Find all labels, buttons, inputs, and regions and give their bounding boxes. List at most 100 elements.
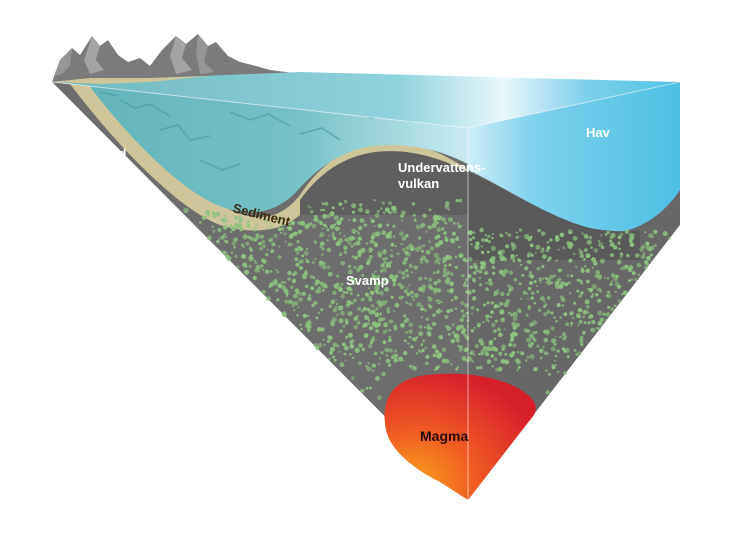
sponge-dot [400,242,403,246]
sponge-dot [602,312,606,316]
sponge-dot [536,290,540,294]
sponge-dot [549,238,553,242]
sponge-dot [394,349,398,353]
sponge-dot [351,255,355,259]
sponge-dot [462,257,467,262]
sponge-dot [446,309,451,314]
sponge-dot [490,310,494,315]
sponge-dot [425,317,429,321]
sponge-dot [566,274,570,277]
sponge-dot [622,265,628,270]
sponge-dot [305,259,310,263]
sponge-dot [313,257,317,261]
sponge-dot [576,313,579,316]
sponge-dot [479,227,484,233]
sponge-dot [433,287,438,292]
sponge-dot [402,276,406,280]
sponge-dot [431,223,437,229]
sponge-dot [287,242,292,247]
sponge-dot [407,342,410,345]
sponge-dot [425,361,429,366]
sponge-dot [408,263,413,268]
sponge-dot [579,335,584,340]
sponge-dot [427,303,431,307]
sponge-dot [405,301,409,305]
sponge-dot [254,261,258,265]
sponge-dot [545,390,550,395]
sponge-dot [577,324,580,326]
sponge-dot [591,257,596,263]
sponge-dot [668,236,672,240]
sponge-dot [437,299,440,302]
sponge-dot [225,236,228,239]
sponge-dot [329,351,333,355]
sponge-dot [378,253,383,258]
sponge-dot [327,357,331,361]
sponge-dot [342,324,346,328]
sponge-dot [511,351,516,355]
sponge-dot [558,277,562,281]
sponge-dot [288,299,293,305]
sponge-dot [634,278,637,282]
sponge-dot [304,269,308,273]
sponge-dot [352,281,357,286]
sponge-dot [352,356,355,359]
sponge-dot [357,232,360,235]
sponge-dot [490,348,493,352]
sponge-dot [401,323,404,326]
sponge-dot [369,217,372,220]
sponge-dot [578,248,581,251]
sponge-dot [472,236,475,240]
sponge-dot [583,258,586,261]
sponge-dot [575,265,578,269]
sponge-dot [306,328,311,333]
sponge-dot [569,324,572,327]
sponge-dot [471,289,476,293]
sponge-dot [370,235,375,240]
sponge-dot [491,233,494,236]
sponge-dot [491,322,496,328]
sponge-dot [422,213,427,218]
sponge-dot [475,366,480,370]
sponge-dot [546,280,552,286]
sponge-dot [351,376,355,380]
sponge-dot [559,316,562,319]
sponge-dot [491,265,496,270]
sponge-dot [528,272,533,278]
sponge-dot [330,299,336,305]
sponge-dot [388,328,392,332]
sponge-dot [378,317,383,323]
sponge-dot [526,355,530,359]
sponge-dot [527,236,532,242]
sponge-dot [499,233,503,237]
sponge-dot [234,222,239,227]
sponge-dot [344,199,348,204]
sponge-dot [546,296,551,300]
sponge-dot [444,237,449,242]
sponge-dot [459,317,464,323]
sponge-dot [413,265,418,270]
sponge-dot [217,237,221,240]
sponge-dot [217,212,221,216]
sponge-dot [287,270,292,276]
sponge-dot [472,231,476,235]
sponge-dot [373,323,379,328]
sponge-dot [322,213,328,219]
sponge-dot [502,317,505,321]
sponge-dot [385,354,389,357]
sponge-dot [352,232,355,235]
sponge-dot [345,321,349,325]
sponge-dot [338,227,341,230]
sponge-dot [368,344,373,349]
sponge-dot [301,254,305,258]
sponge-dot [356,230,359,233]
sponge-dot [412,298,416,301]
sponge-dot [646,255,651,261]
sponge-dot [331,231,335,235]
sponge-dot [269,282,274,288]
sponge-dot [428,277,433,282]
sponge-dot [373,242,379,248]
sponge-dot [503,268,509,274]
sponge-dot [501,344,507,350]
